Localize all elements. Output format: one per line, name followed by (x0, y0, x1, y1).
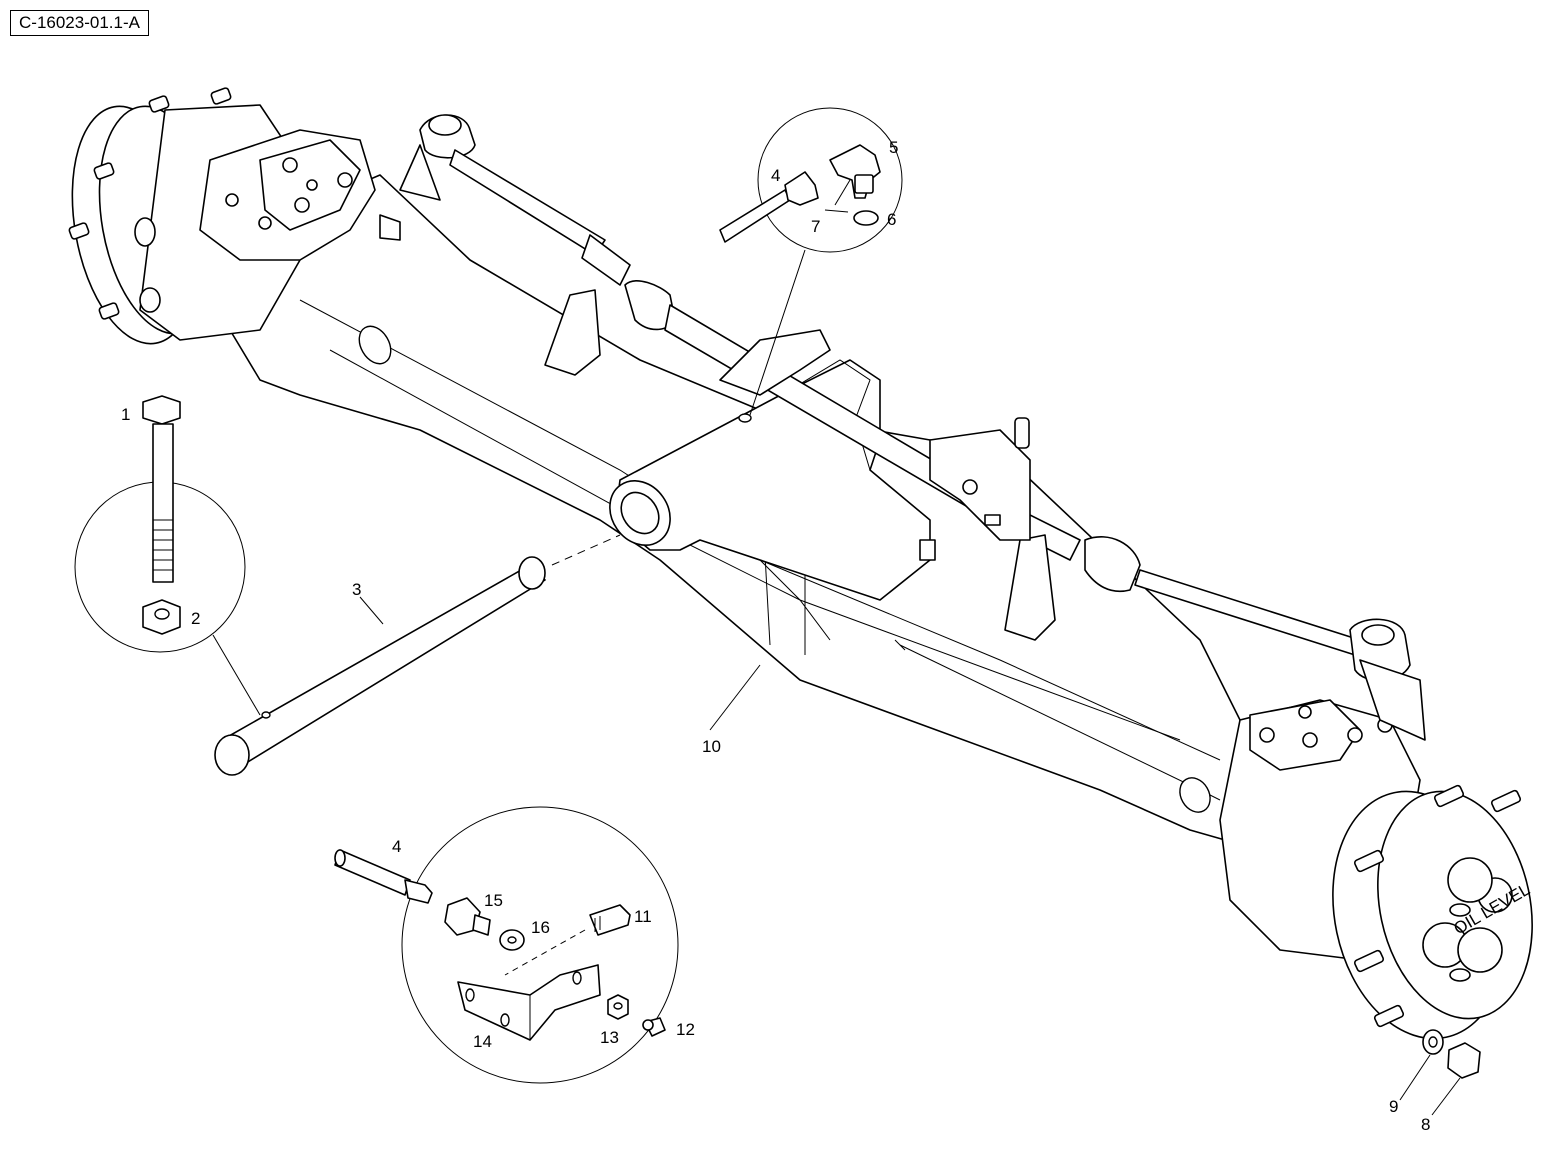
wheel-washer (1399, 1029, 1444, 1101)
grease-hose (334, 849, 433, 904)
callout-5: 5 (889, 138, 898, 157)
callout-10: 10 (702, 737, 721, 756)
pivot-nut (142, 599, 181, 635)
mounting-bracket (457, 964, 601, 1041)
callout-1: 1 (121, 405, 130, 424)
callout-13: 13 (600, 1028, 619, 1047)
left-wheel-hub (68, 87, 401, 345)
beam-stops (544, 289, 1056, 641)
pin-leader (359, 596, 384, 625)
beam-leader (709, 664, 761, 731)
hydraulic-fitting-detail (719, 107, 903, 416)
figure-id-label: C-16023-01.1-A (10, 10, 149, 36)
hydraulic-hose-end (719, 171, 819, 243)
right-wheel-hub: OIL LEVEL (1219, 699, 1533, 1040)
callout-15: 15 (484, 891, 503, 910)
wheel-nut (1431, 1042, 1481, 1116)
pivot-bolt (142, 395, 181, 583)
grease-nipple (642, 1017, 666, 1037)
callout-11: 11 (634, 907, 652, 926)
callout-12: 12 (676, 1020, 695, 1039)
grease-bracket-detail (334, 806, 679, 1084)
lock-nut (607, 994, 629, 1020)
callout-4-top: 4 (771, 166, 780, 185)
callout-3: 3 (352, 580, 361, 599)
callout-2: 2 (191, 609, 200, 628)
callout-8: 8 (1421, 1115, 1430, 1134)
callout-6: 6 (887, 210, 896, 229)
elbow-fitting (829, 144, 881, 199)
pivot-pin (214, 534, 621, 776)
bracket-bolt (589, 904, 631, 936)
bolt-detail-circle (74, 395, 261, 716)
callout-16: 16 (531, 918, 550, 937)
callout-4-bottom: 4 (392, 837, 401, 856)
adapter-fitting (444, 897, 491, 936)
callout-14: 14 (473, 1032, 492, 1051)
callout-7: 7 (811, 217, 820, 236)
callout-9: 9 (1389, 1097, 1398, 1116)
o-ring (853, 210, 879, 226)
